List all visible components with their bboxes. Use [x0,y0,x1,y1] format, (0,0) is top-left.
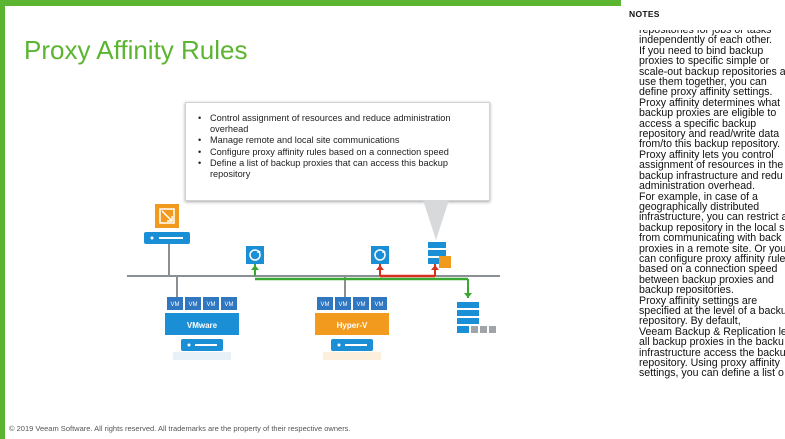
vm-label: VM [225,302,234,308]
scale-out-repository-icon [457,279,496,333]
vmware-host-icon: VM VM VM VM VMware [165,276,239,360]
callout-item: Control assignment of resources and redu… [198,113,479,135]
proxy-topology-diagram: VM VM VM VM VMware VM VM VM VM Hyper-V [127,204,500,360]
vm-label: VM [321,302,330,308]
vm-label: VM [339,302,348,308]
slide-canvas: Proxy Affinity Rules VM VM VM VM VMware [5,6,621,439]
vmware-label: VMware [187,321,218,330]
vm-label: VM [357,302,366,308]
backup-repository-icon [428,242,451,276]
callout-list: Control assignment of resources and redu… [186,103,489,180]
notes-panel[interactable]: repositories for jobs or tasks independe… [621,0,785,439]
callout-item: Configure proxy affinity rules based on … [198,147,479,158]
backup-proxy-2-icon [371,246,389,276]
slide-title: Proxy Affinity Rules [24,35,248,65]
hyperv-host-icon: VM VM VM VM Hyper-V [315,276,389,360]
vm-label: VM [207,302,216,308]
notes-text[interactable]: repositories for jobs or tasks independe… [639,24,785,380]
copyright-text: © 2019 Veeam Software. All rights reserv… [9,424,351,433]
hyperv-label: Hyper-V [337,321,368,330]
notes-heading: NOTES [629,9,660,19]
callout-item: Define a list of backup proxies that can… [198,158,479,180]
vm-label: VM [171,302,180,308]
callout-pointer [423,200,449,240]
callout-box: Control assignment of resources and redu… [185,102,490,201]
vm-label: VM [189,302,198,308]
backup-server-icon [144,204,190,276]
backup-proxy-1-icon [246,246,264,276]
callout-item: Manage remote and local site communicati… [198,135,479,146]
notes-header: NOTES [621,0,785,30]
vm-label: VM [375,302,384,308]
